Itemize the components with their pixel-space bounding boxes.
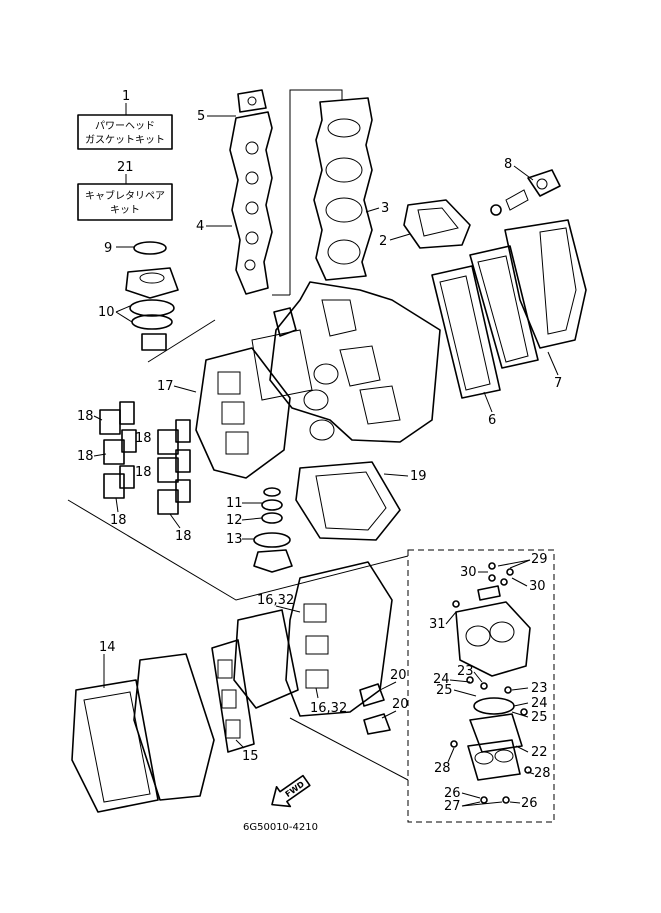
callout-21: 21 [117, 160, 134, 175]
fwd-arrow-icon: FWD [271, 774, 311, 808]
callout-18e: 18 [110, 513, 127, 528]
callout-26a: 26 [444, 786, 461, 801]
callout-23a: 23 [457, 664, 474, 679]
callout-10: 10 [98, 305, 115, 320]
callout-18f: 18 [175, 529, 192, 544]
callout-9: 9 [104, 241, 112, 256]
callout-28b: 28 [534, 766, 551, 781]
part-small-screws [450, 562, 532, 774]
callout-2: 2 [379, 234, 387, 249]
callout-18a: 18 [77, 409, 94, 424]
part-seal-stack [253, 487, 293, 573]
callout-20a: 20 [390, 668, 407, 683]
callout-26b: 26 [521, 796, 538, 811]
callout-7: 7 [554, 376, 562, 391]
part-silencer-cover [71, 679, 159, 813]
callout-8: 8 [504, 157, 512, 172]
callout-16-32a: 16,32 [257, 593, 294, 608]
callout-12: 12 [226, 513, 243, 528]
part-intake-manifold [285, 561, 393, 717]
callout-22: 22 [531, 745, 548, 760]
part-silencer-plate [133, 653, 215, 801]
callout-28a: 28 [434, 761, 451, 776]
part-crankshaft [251, 307, 313, 401]
part-head-gasket [229, 111, 273, 295]
carburetor-callout-box [407, 549, 555, 823]
figure-code: 6G50010-4210 [243, 822, 318, 833]
part-cover-gasket [403, 199, 471, 249]
part-small-gaskets-20 [359, 683, 391, 735]
part-lower-gasket [295, 461, 401, 541]
part-upper-seal-housing [125, 241, 179, 299]
part-crankcase [195, 347, 291, 479]
part-exhaust-gasket-outer [431, 265, 501, 399]
callout-16-32b: 16,32 [310, 701, 347, 716]
callout-3: 3 [381, 201, 389, 216]
callout-1: 1 [122, 89, 130, 104]
part-cylinder-block [269, 281, 441, 443]
part-float-bowl [467, 739, 521, 804]
callout-31: 31 [429, 617, 446, 632]
callout-29: 29 [531, 552, 548, 567]
callout-17: 17 [157, 379, 174, 394]
callout-5: 5 [197, 109, 205, 124]
callout-6: 6 [488, 413, 496, 428]
kit-box-21: 21 キャブレタリペア キット [77, 160, 173, 221]
kit-1-label-line2: ガスケットキット [85, 134, 165, 146]
kit-21-label-line1: キャブレタリペア [85, 189, 165, 202]
part-cylinder-head [313, 97, 373, 281]
callout-24a: 24 [433, 672, 450, 687]
part-exhaust-cover [504, 219, 587, 349]
callout-27: 27 [444, 799, 461, 814]
part-carburetor-top [455, 585, 531, 677]
kit-1-label-line1: パワーヘッド [95, 120, 155, 132]
part-intake-gasket [211, 639, 255, 753]
callout-25b: 25 [531, 710, 548, 725]
kit-21-label-line2: キット [110, 205, 140, 216]
callout-23b: 23 [531, 681, 548, 696]
callout-24b: 24 [531, 696, 548, 711]
part-reed-valves [99, 401, 191, 515]
part-thermostat-cover [490, 169, 561, 216]
callout-25a: 25 [436, 683, 453, 698]
callout-11: 11 [226, 496, 243, 511]
callout-18d: 18 [135, 465, 152, 480]
kit-box-1: 1 パワーヘッド ガスケットキット [77, 89, 173, 150]
callout-18b: 18 [77, 449, 94, 464]
part-manifold-gasket [233, 609, 299, 709]
callout-15: 15 [242, 749, 259, 764]
callout-30a: 30 [460, 565, 477, 580]
callout-4: 4 [196, 219, 204, 234]
part-o-rings [129, 299, 175, 330]
callout-19: 19 [410, 469, 427, 484]
callout-30b: 30 [529, 579, 546, 594]
part-bearing [141, 333, 167, 351]
callout-13: 13 [226, 532, 243, 547]
callout-18c: 18 [135, 431, 152, 446]
callout-20b: 20 [392, 697, 409, 712]
callout-14: 14 [99, 640, 116, 655]
part-small-gasket [237, 89, 267, 113]
part-exhaust-gasket-inner [469, 245, 539, 369]
